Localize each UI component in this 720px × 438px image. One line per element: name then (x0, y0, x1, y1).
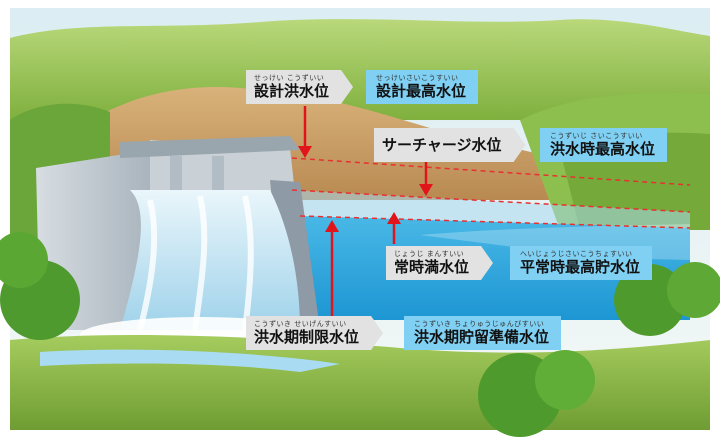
design-flood-level-ruby: せっけい こうずいい (254, 74, 325, 82)
flood-max-level-text: 洪水時最高水位 (550, 140, 656, 158)
normal-full-level-line (299, 215, 691, 229)
normal-full-level-text: 常時満水位 (394, 258, 470, 276)
tree (614, 264, 686, 336)
downstream-river (40, 349, 340, 372)
surcharge-level-text: サーチャージ水位 (382, 136, 502, 154)
design-flood-level-text: 設計洪水位 (254, 82, 330, 100)
spillway-pier-1 (170, 156, 182, 200)
flood-reserve-level-ruby: こうずいき ちょりゅうじゅんびすいい (414, 320, 545, 328)
normal-max-storage-level-label: へいじょうじさいこうちょすいい 平常時最高貯水位 (510, 246, 653, 280)
spillway-stream (192, 195, 208, 331)
normal-full-level-ruby: じょうじ まんすいい (394, 250, 465, 258)
design-max-level-label: せっけいさいこうすいい 設計最高水位 (366, 70, 479, 104)
surcharge-level-line (291, 189, 691, 213)
dam-crest (120, 136, 300, 158)
flood-limit-level-ruby: こうずいき せいげんすいい (254, 320, 347, 328)
flood-limit-level-text: 洪水期制限水位 (254, 328, 360, 346)
flood-reserve-level-label: こうずいき ちょりゅうじゅんびすいい 洪水期貯留準備水位 (404, 316, 562, 350)
surcharge-arrow-head (419, 184, 433, 196)
normal-max-storage-level-ruby: へいじょうじさいこうちょすいい (520, 250, 633, 258)
normal-full-level-label: じょうじ まんすいい 常時満水位 (386, 246, 493, 280)
arrows (298, 106, 433, 316)
tree (0, 232, 48, 288)
flood-max-level-label: こうずいじ さいこうすいい 洪水時最高水位 (540, 128, 668, 162)
flood-limit-arrow-head (325, 220, 339, 232)
design-flood-level-label: せっけい こうずいい 設計洪水位 (246, 70, 353, 104)
design-flood-arrow-head (298, 146, 312, 158)
spillway-stream (137, 199, 158, 331)
reservoir-water (300, 216, 690, 320)
tree (535, 350, 595, 410)
flood-reserve-level-text: 洪水期貯留準備水位 (414, 328, 550, 346)
design-max-level-text: 設計最高水位 (376, 82, 467, 100)
spillway-flow (120, 190, 300, 330)
normal-max-storage-level-text: 平常時最高貯水位 (520, 258, 641, 276)
normal-full-arrow-head (387, 212, 401, 224)
design-flood-level-line (291, 157, 691, 186)
flood-limit-level-label: こうずいき せいげんすいい 洪水期制限水位 (246, 316, 383, 350)
design-max-level-ruby: せっけいさいこうすいい (376, 74, 459, 82)
surcharge-level-label: サーチャージ水位 (374, 128, 526, 162)
flood-max-level-ruby: こうずいじ さいこうすいい (550, 132, 643, 140)
tree (667, 262, 720, 318)
spillway-pier-2 (212, 156, 224, 200)
